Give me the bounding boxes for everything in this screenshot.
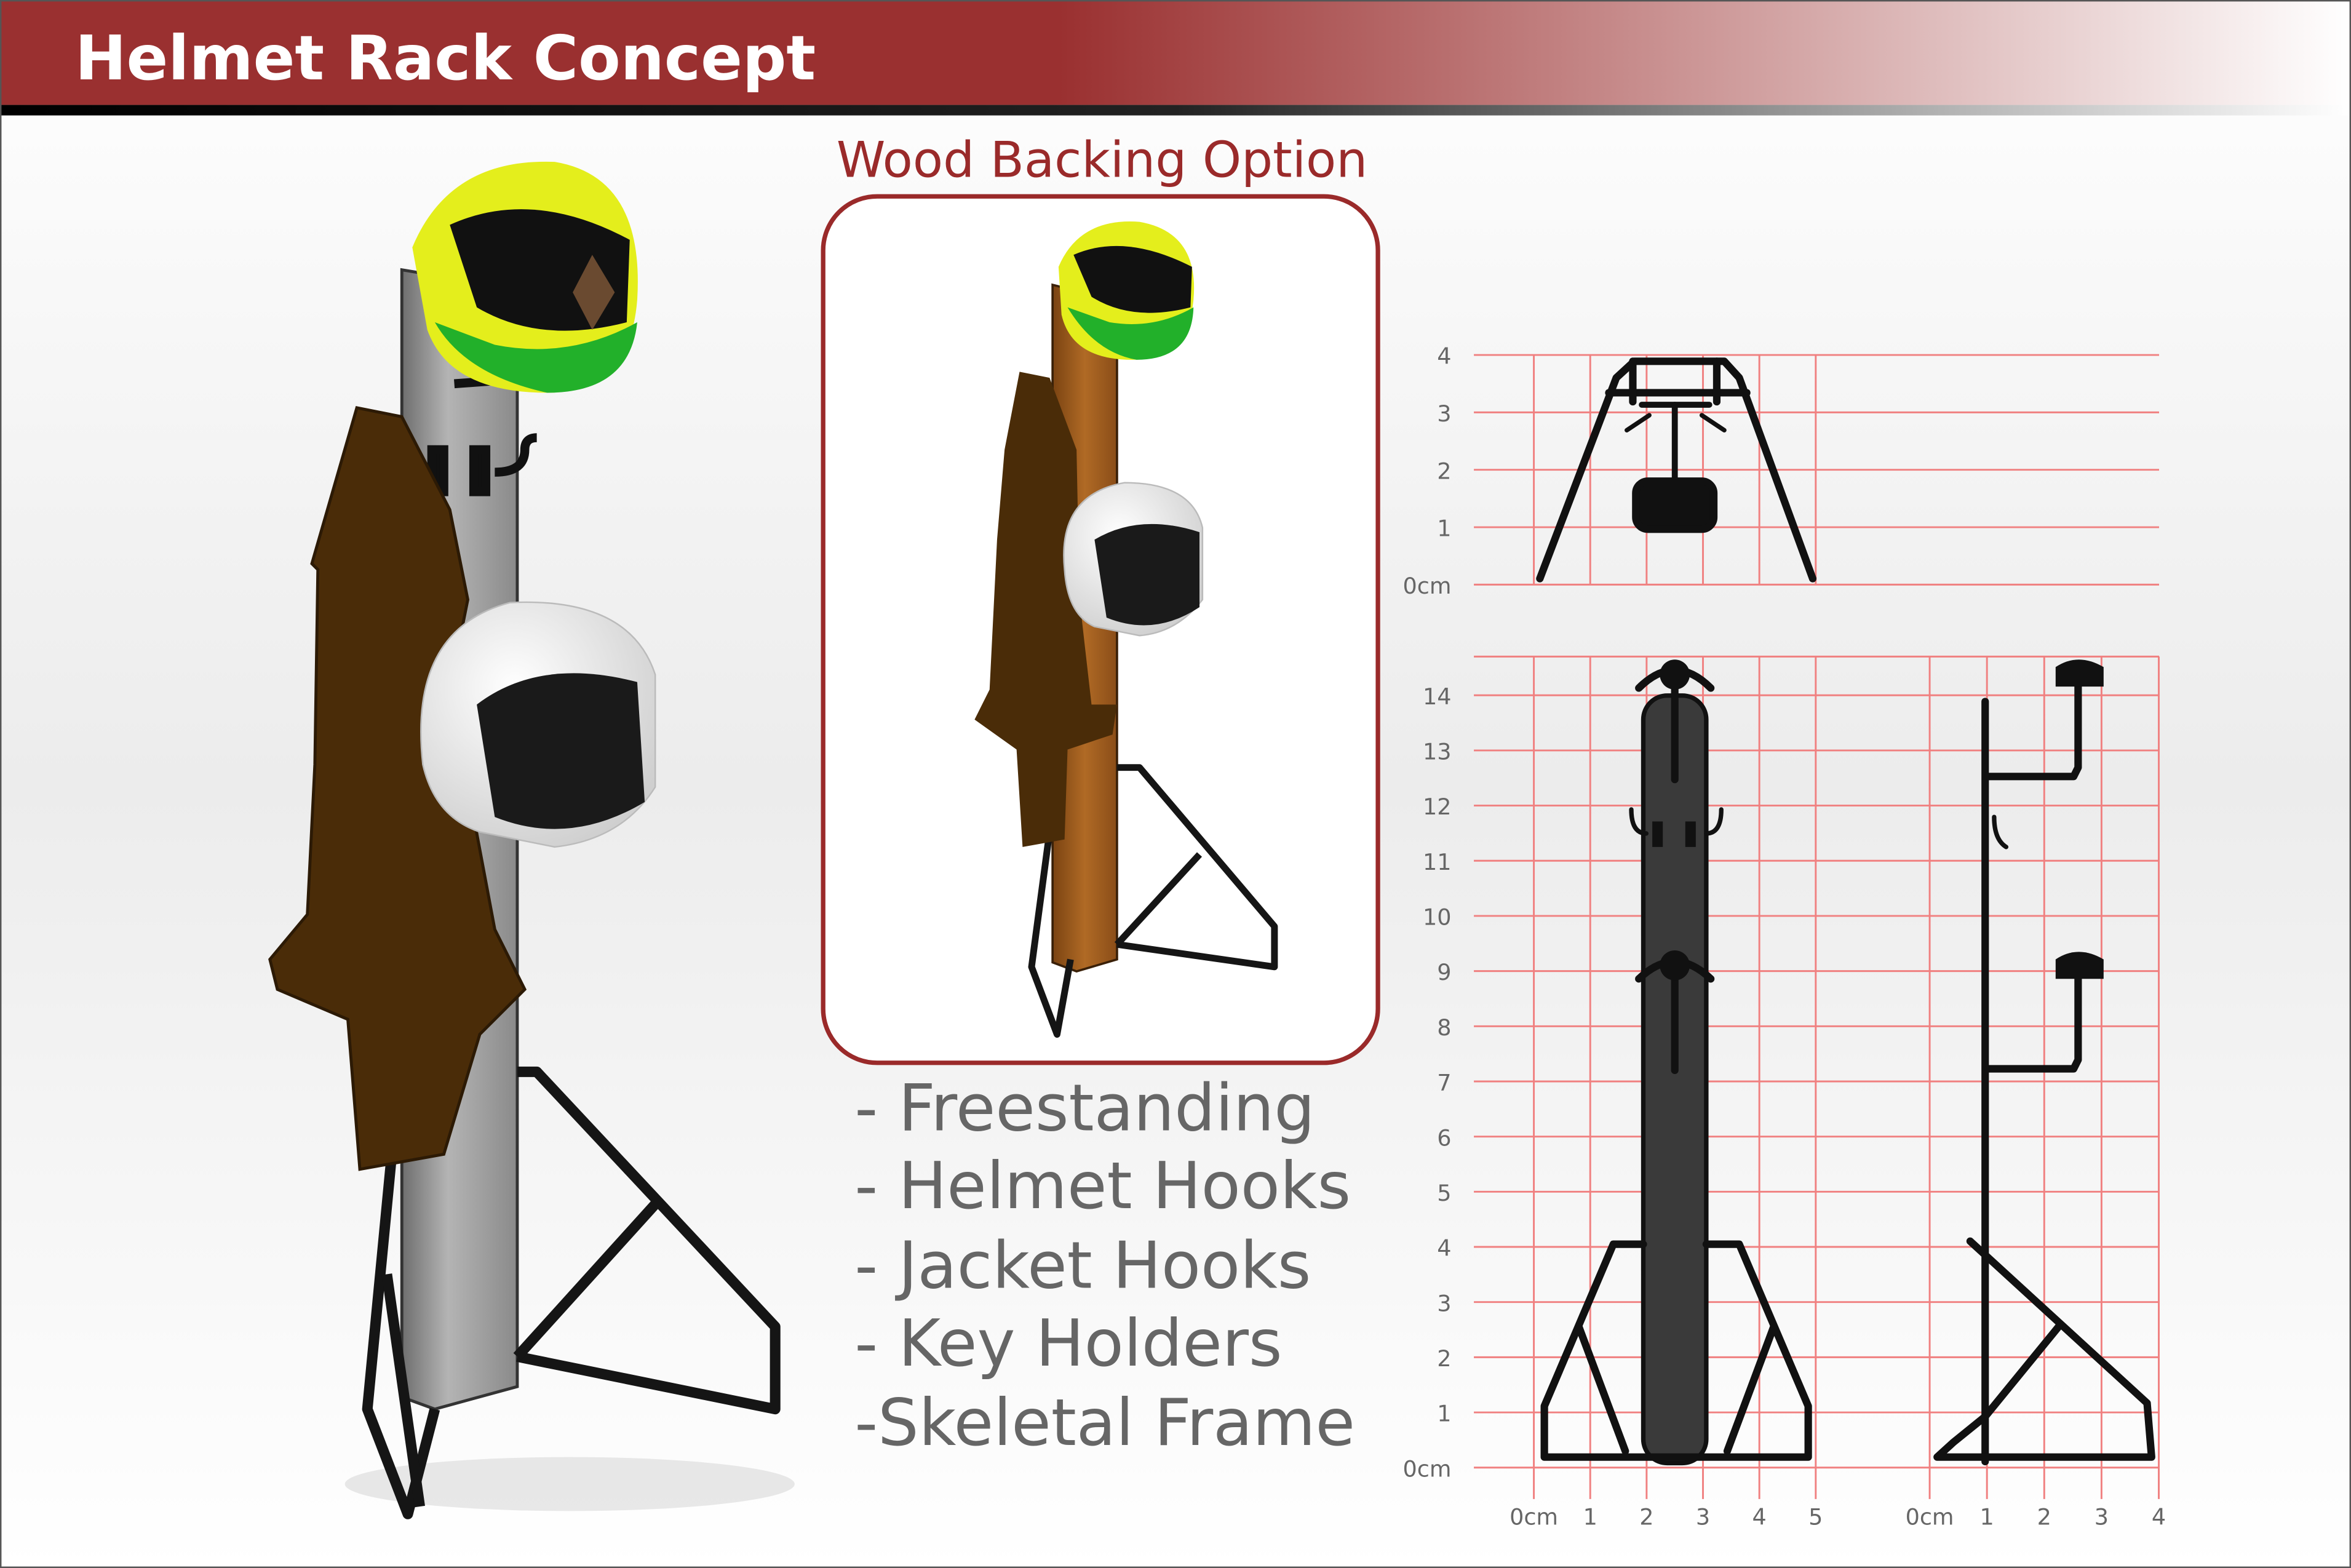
tick-label: 7 (1437, 1070, 1451, 1096)
tick-label: 8 (1437, 1014, 1451, 1041)
main-render (268, 161, 795, 1519)
tick-label: 3 (1437, 1290, 1451, 1316)
tick-label: 4 (2152, 1503, 2166, 1530)
tick-label: 4 (1752, 1503, 1767, 1530)
feature-item: - Helmet Hooks (854, 1148, 1351, 1224)
tick-label: 2 (1437, 458, 1451, 484)
tick-label: 10 (1423, 904, 1452, 931)
steel-frame (362, 1049, 781, 1519)
front-view-drawing (1540, 659, 1812, 1466)
tick-label: 4 (1437, 1235, 1451, 1262)
page-title: Helmet Rack Concept (75, 22, 816, 94)
tick-label: 12 (1423, 794, 1452, 820)
top-view-drawing (1536, 357, 1817, 583)
tick-label: 4 (1437, 343, 1451, 370)
tick-label: 5 (1808, 1503, 1823, 1530)
feature-item: - Jacket Hooks (854, 1228, 1311, 1303)
wood-option-title: Wood Backing Option (837, 131, 1367, 189)
tick-label: 1 (1980, 1503, 1994, 1530)
feature-item: -Skeletal Frame (854, 1385, 1355, 1460)
tick-label: 0cm (1403, 1455, 1452, 1482)
tick-label: 3 (1437, 400, 1451, 427)
tick-label: 0cm (1906, 1503, 1954, 1530)
tick-label: 6 (1437, 1124, 1451, 1151)
tick-label: 1 (1437, 1401, 1451, 1427)
tick-label: 1 (1583, 1503, 1597, 1530)
tick-label: 1 (1437, 515, 1451, 542)
feature-item: - Key Holders (854, 1306, 1282, 1381)
tick-label: 2 (1437, 1345, 1451, 1372)
tick-label: 2 (2037, 1503, 2051, 1530)
tick-label: 13 (1423, 739, 1452, 765)
feature-list: - Freestanding - Helmet Hooks - Jacket H… (854, 1070, 1355, 1460)
header-bar: Helmet Rack Concept (0, 0, 2351, 116)
jacket (268, 406, 527, 1171)
tick-label: 3 (2094, 1503, 2109, 1530)
feature-item: - Freestanding (854, 1070, 1315, 1145)
side-view-drawing (1933, 659, 2155, 1466)
tick-label: 9 (1437, 959, 1451, 985)
wood-option-panel (821, 194, 1380, 1065)
tick-label: 11 (1423, 849, 1452, 875)
tick-label: 0cm (1403, 573, 1452, 599)
tick-label: 0cm (1510, 1503, 1558, 1530)
tick-label: 5 (1437, 1180, 1451, 1206)
racing-helmet (412, 161, 638, 393)
tick-label: 3 (1696, 1503, 1710, 1530)
open-face-helmet (420, 601, 656, 848)
tick-label: 14 (1423, 683, 1452, 710)
tick-label: 2 (1639, 1503, 1653, 1530)
